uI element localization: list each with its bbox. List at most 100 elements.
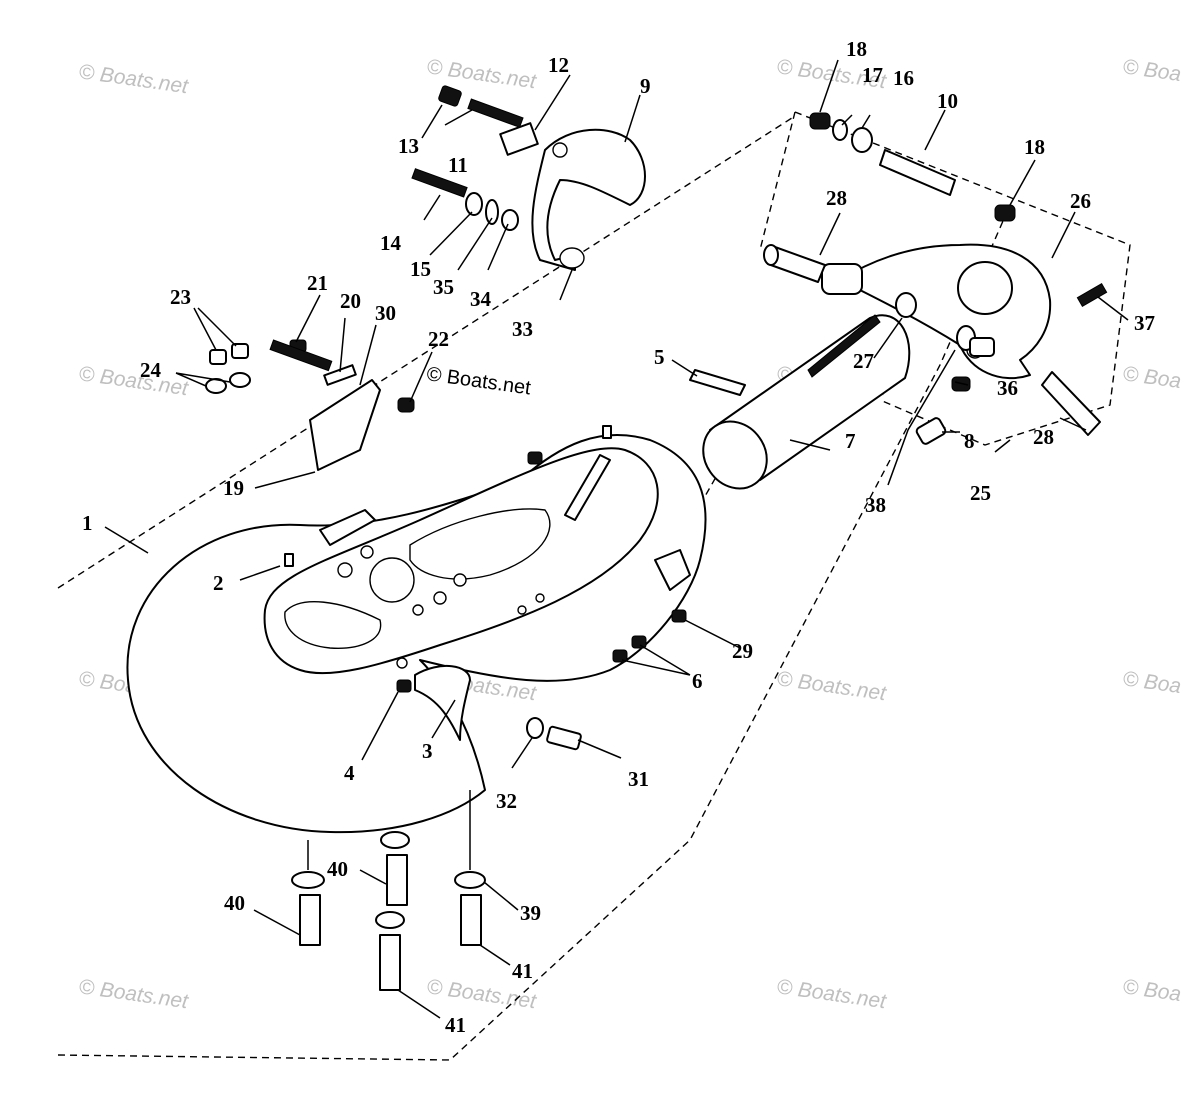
- watermark: © Boa: [1121, 362, 1182, 393]
- callout-3: 3: [422, 739, 433, 763]
- nut-6a: [631, 635, 647, 649]
- callout-1: 1: [82, 511, 93, 535]
- pipe-slot: [807, 314, 881, 378]
- callout-29: 29: [732, 639, 753, 663]
- bolt-top: [527, 451, 543, 465]
- watermark: © Boats.net: [77, 362, 190, 400]
- callout-41-right: 41: [512, 959, 533, 983]
- bolt-20: [269, 339, 333, 372]
- washer-40a: [291, 871, 325, 889]
- callout-41-bottom: 41: [445, 1013, 466, 1037]
- washer-17: [832, 119, 848, 141]
- watermark: © Boats.net: [77, 60, 190, 98]
- bushing-27: [895, 292, 917, 318]
- callout-30: 30: [375, 301, 396, 325]
- washer-15: [465, 192, 483, 216]
- bracket-washer: [559, 247, 585, 269]
- housing-hole: [360, 545, 374, 559]
- pin-right: [1041, 371, 1101, 436]
- callout-17: 17: [862, 63, 883, 87]
- callout-13: 13: [398, 134, 419, 158]
- washer-41b: [375, 911, 405, 929]
- callout-2: 2: [213, 571, 224, 595]
- callout-20: 20: [340, 289, 361, 313]
- pins: [763, 244, 1101, 436]
- callout-25: 25: [970, 481, 991, 505]
- callout-28-right: 28: [1033, 425, 1054, 449]
- bolt-40a: [299, 894, 321, 946]
- watermark: © Boats.net: [775, 975, 888, 1013]
- housing-hole: [396, 657, 408, 669]
- callout-9: 9: [640, 74, 651, 98]
- nozzle-pipe: [702, 314, 911, 490]
- callout-7: 7: [845, 429, 856, 453]
- u-bolt-5: [689, 369, 746, 396]
- callout-15: 15: [410, 257, 431, 281]
- callout-40-center: 40: [327, 857, 348, 881]
- washer-40b: [380, 831, 410, 849]
- pipe-end: [702, 420, 768, 490]
- callout-11: 11: [448, 153, 468, 177]
- housing-bore: [369, 557, 415, 603]
- nozzle-head-bore: [957, 261, 1013, 315]
- callout-4: 4: [344, 761, 355, 785]
- block-12: [499, 122, 539, 156]
- fitting-10: [879, 149, 956, 196]
- housing-opening: [409, 508, 551, 580]
- nut-4: [396, 679, 412, 693]
- callout-24: 24: [140, 358, 162, 382]
- housing-hole: [337, 562, 353, 578]
- housing-block: [319, 509, 376, 546]
- hardware: [205, 85, 1108, 991]
- washer-39: [454, 871, 486, 889]
- callout-19: 19: [223, 476, 244, 500]
- housing-hole: [412, 604, 424, 616]
- callout-10: 10: [937, 89, 958, 113]
- callout-32: 32: [496, 789, 517, 813]
- callout-27: 27: [853, 349, 874, 373]
- callout-12: 12: [548, 53, 569, 77]
- callout-37: 37: [1134, 311, 1155, 335]
- callout-14: 14: [380, 231, 402, 255]
- callout-40-left: 40: [224, 891, 245, 915]
- bolt-40b: [386, 854, 408, 906]
- bolt-11: [467, 98, 524, 128]
- callout-21: 21: [307, 271, 328, 295]
- watermark: © Boa: [1121, 667, 1182, 698]
- bolt-29: [671, 609, 687, 623]
- bolt-23a: [209, 349, 227, 365]
- washer-34: [501, 209, 519, 231]
- callout-33: 33: [512, 317, 533, 341]
- callout-28-left: 28: [826, 186, 847, 210]
- bolt-23b: [231, 343, 249, 359]
- housing-lug: [654, 549, 691, 591]
- callout-5: 5: [654, 345, 665, 369]
- pin-top: [602, 425, 612, 439]
- center-watermark: © Boats.net: [425, 363, 532, 399]
- housing-recess: [284, 601, 382, 649]
- bolt-41a: [460, 894, 482, 946]
- callout-26: 26: [1070, 189, 1091, 213]
- bolt-31: [546, 725, 582, 751]
- callout-labels: 1 2 3 4 5 6 7 8 9 10 11 12 13 14 15 16 1…: [82, 37, 1155, 1037]
- housing-hole: [517, 605, 527, 615]
- watermark: © Boa: [1121, 55, 1182, 86]
- washer-35: [485, 199, 499, 225]
- pin-2: [284, 553, 294, 567]
- housing-fin: [564, 454, 611, 521]
- nozzle-housing: [126, 433, 707, 834]
- callout-38: 38: [865, 493, 886, 517]
- bolt-37: [1076, 282, 1108, 308]
- callout-22: 22: [428, 327, 449, 351]
- washer-32: [526, 717, 544, 739]
- spacer-8: [915, 417, 947, 445]
- callout-34: 34: [470, 287, 492, 311]
- nut-13: [438, 85, 462, 107]
- leader-lines: [104, 59, 1129, 1019]
- watermark: © Boats.net: [775, 667, 888, 705]
- bolt-41b: [379, 934, 401, 991]
- bushing: [969, 337, 995, 357]
- callout-36: 36: [997, 376, 1018, 400]
